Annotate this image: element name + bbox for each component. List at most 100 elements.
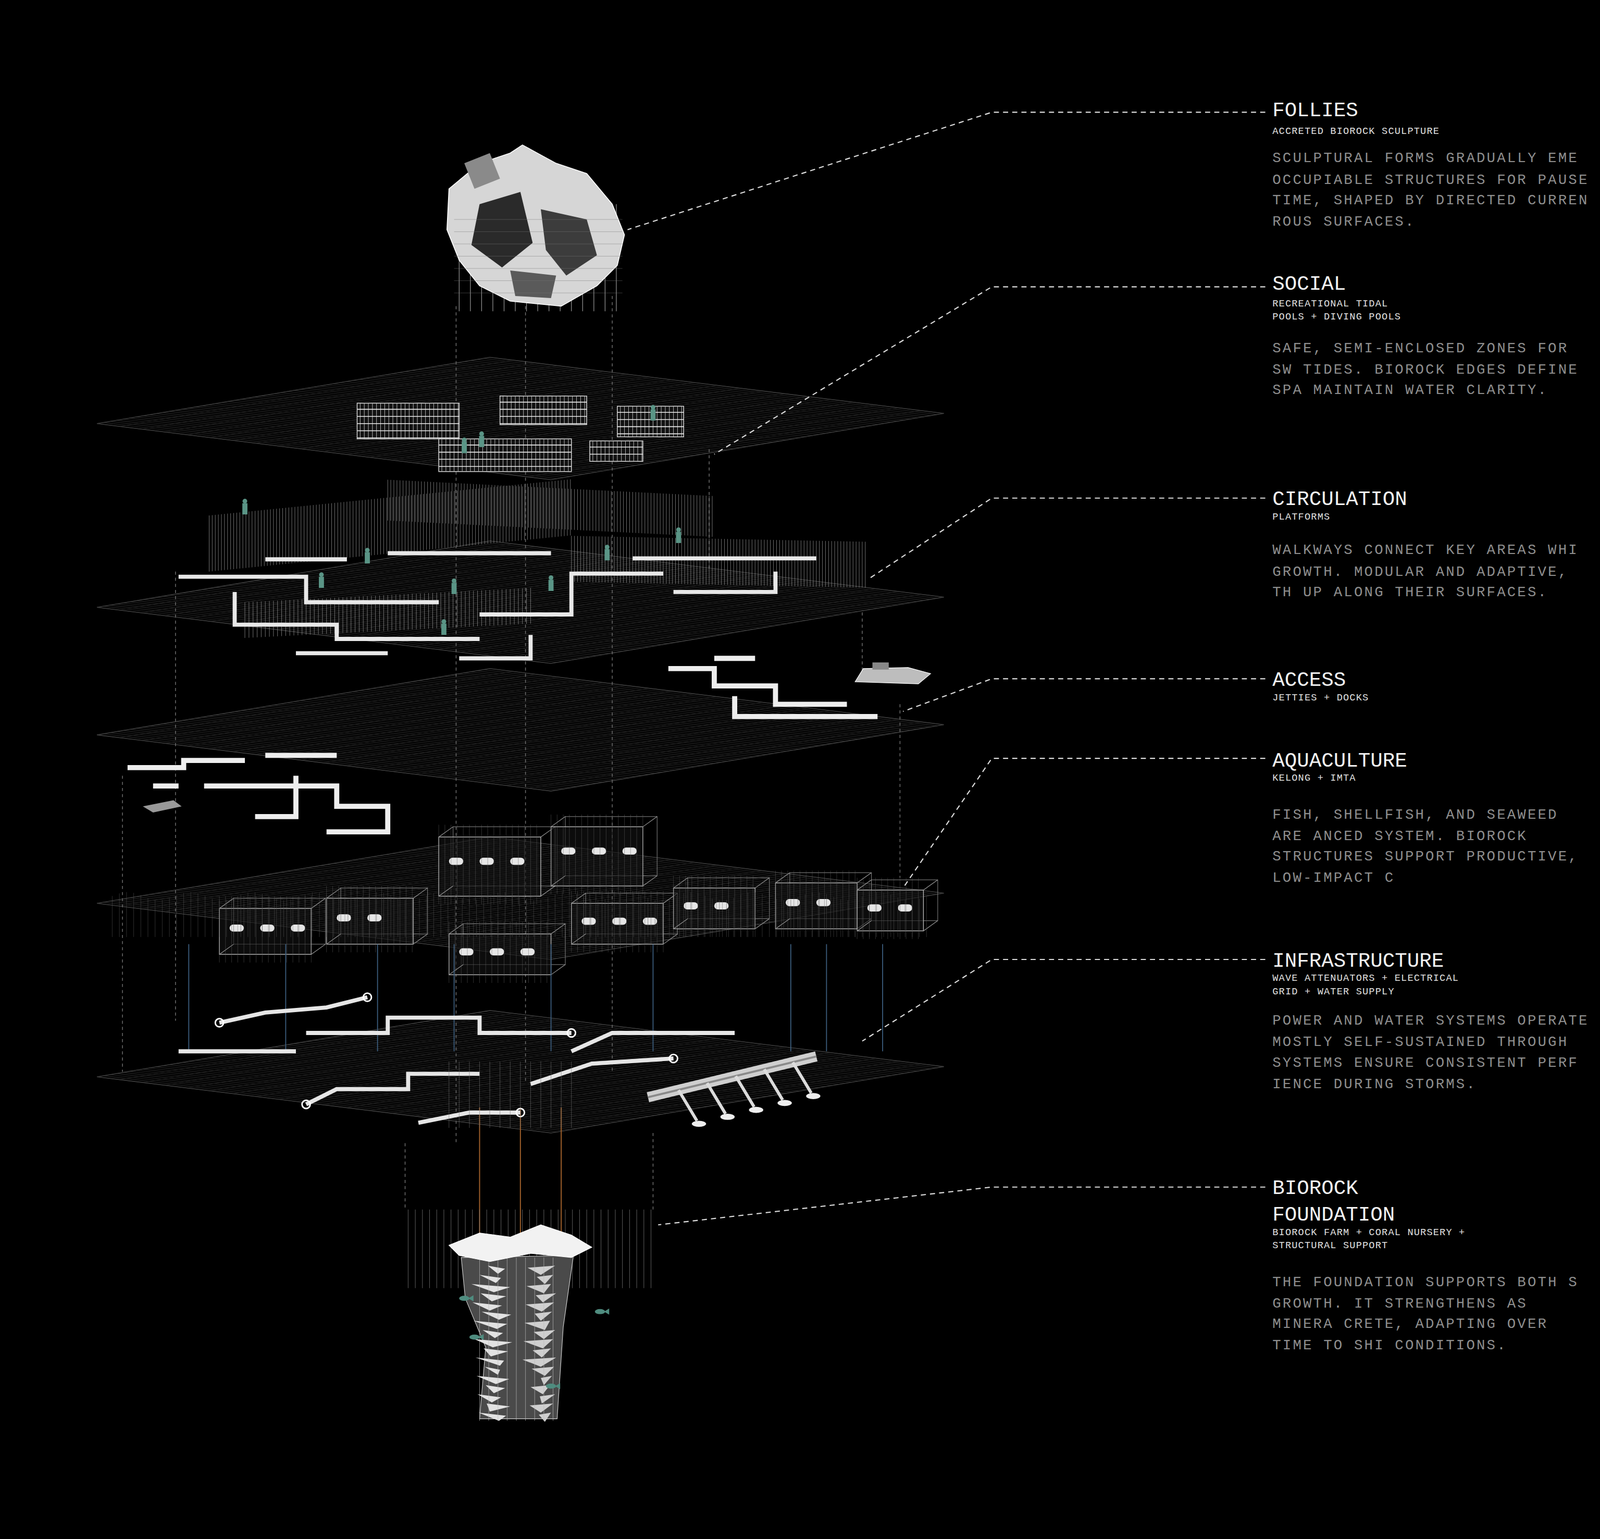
kelong-pile [636, 814, 638, 895]
kelong-pile [630, 814, 631, 895]
pool-grid [628, 405, 629, 437]
platform-pile [638, 492, 640, 533]
kelong-pile [219, 899, 220, 937]
platform-pile [567, 488, 569, 530]
kelong-pile [712, 898, 713, 937]
platform-pile [398, 496, 400, 553]
plane-hatch [119, 360, 513, 427]
platform-pile [309, 505, 311, 562]
coral-growth [531, 1366, 554, 1376]
platform-pile [450, 491, 452, 548]
kelong-pile [842, 870, 843, 937]
platform-pile [626, 491, 627, 532]
pool-grid [500, 415, 587, 417]
kelong-pile [563, 814, 564, 895]
platform-pile [264, 509, 265, 566]
pool-grid [457, 403, 459, 440]
platform-pile [516, 486, 517, 527]
cage-frame [754, 877, 770, 888]
kelong-pile [597, 899, 599, 937]
kelong-pile [290, 899, 292, 937]
leader-line [902, 678, 1265, 712]
service-riser [468, 1061, 470, 1128]
platform-pile [656, 537, 658, 584]
kelong-pile [311, 896, 312, 963]
service-riser [790, 944, 792, 1052]
mesh-curtain [407, 1209, 409, 1288]
kelong-pile [638, 890, 640, 953]
kelong-pile [793, 870, 795, 937]
platform-pile [423, 493, 424, 551]
service-riser [510, 1061, 511, 1128]
platform-pile [473, 484, 474, 525]
platform-pile [761, 539, 762, 586]
platform-pile [644, 492, 646, 533]
kelong-pile [512, 893, 513, 937]
service-riser [377, 944, 379, 1052]
kelong-pile [540, 899, 542, 937]
service-riser [519, 1061, 521, 1128]
platform-pile [632, 491, 634, 533]
figure-person [650, 408, 656, 421]
pool-grid [644, 405, 646, 437]
kelong-pile [463, 824, 464, 904]
kelong-pile [297, 896, 299, 937]
scaffold-line [454, 292, 623, 294]
kelong-pile [734, 875, 736, 937]
kelong-pile [819, 891, 820, 937]
pool-grid [438, 451, 572, 453]
pool-grid [396, 403, 398, 440]
platform-pile [270, 509, 271, 566]
kelong-pile [618, 893, 620, 937]
platform-pile [285, 507, 287, 564]
platform-pile [614, 490, 615, 532]
section-description: SAFE, SEMI-ENCLOSED ZONES FOR SW TIDES. … [1272, 337, 1595, 401]
kelong-pile [562, 891, 563, 937]
platform-pile [522, 486, 523, 527]
kelong-pile [426, 895, 427, 937]
layer-guide [404, 1143, 406, 1210]
pool-grid [604, 440, 606, 462]
platform-pile [779, 539, 780, 586]
pool-grid [368, 403, 369, 440]
pool-grid [356, 408, 460, 411]
platform-pile [562, 488, 563, 529]
platform-pile [358, 500, 360, 557]
platform-pile [456, 490, 458, 547]
kelong-pile [799, 870, 801, 937]
kelong-pile [468, 824, 470, 904]
cage-frame [219, 908, 312, 954]
service-riser [479, 1061, 480, 1128]
pool-grid [567, 395, 569, 425]
pool-grid [632, 405, 634, 437]
pool-block [589, 440, 643, 462]
kelong-pile [344, 885, 345, 952]
kelong-pile [715, 875, 717, 937]
platform-pile [461, 483, 462, 525]
kelong-pile [857, 877, 858, 939]
kelong-pile [612, 896, 613, 937]
platform-pile [416, 593, 417, 630]
kelong-pile [483, 897, 485, 937]
platform-pile [540, 487, 542, 528]
kelong-pile [197, 892, 198, 937]
figure-person [604, 544, 610, 550]
platform-pile [430, 481, 431, 523]
cage-frame [642, 816, 657, 827]
platform-pile [242, 512, 244, 569]
kelong-pile [554, 894, 556, 937]
kelong-pile [169, 897, 170, 937]
kelong-pile [440, 891, 442, 937]
platform-pile [261, 601, 262, 638]
walkway [234, 591, 480, 639]
platform-pile [517, 484, 519, 541]
kelong-pile [612, 814, 613, 895]
platform-pile [365, 499, 366, 556]
platform-pile [370, 499, 372, 556]
platform-pile [438, 492, 440, 549]
kelong-pile [783, 899, 785, 937]
kelong-pile [212, 898, 213, 937]
platform-pile [424, 592, 425, 629]
platform-pile [788, 540, 789, 587]
kelong-pile [375, 885, 376, 952]
